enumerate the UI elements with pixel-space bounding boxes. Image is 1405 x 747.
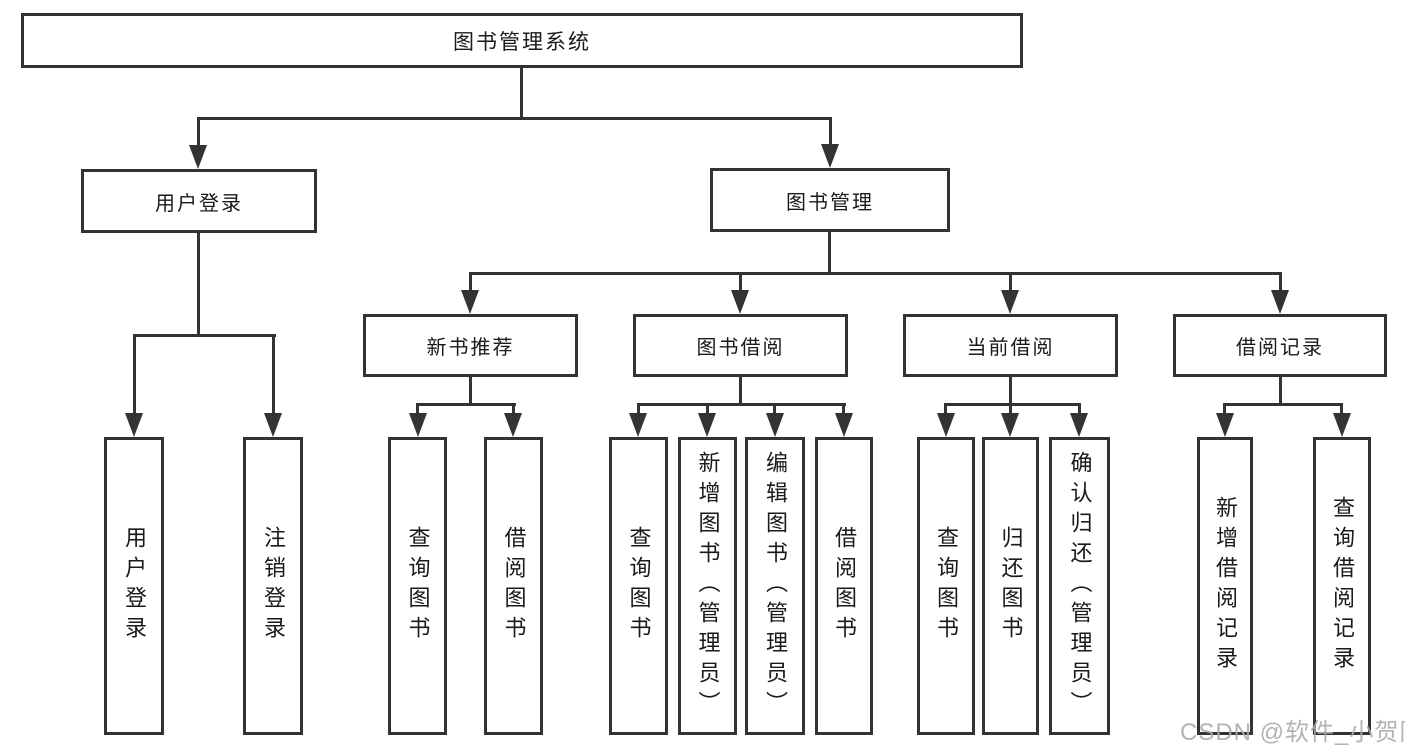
node-leaf-query-books-2: 查询图书 — [609, 437, 668, 735]
connector-line — [272, 334, 275, 416]
arrowhead-down-icon — [731, 290, 749, 314]
node-label: 借阅图书 — [832, 526, 857, 646]
connector-line — [1223, 403, 1226, 415]
connector-line — [469, 272, 472, 292]
connector-line — [512, 403, 515, 415]
arrowhead-down-icon — [1216, 413, 1234, 437]
node-label: 确认归还（管理员） — [1067, 451, 1093, 721]
connector-line — [1279, 272, 1282, 292]
node-library-system: 图书管理系统 — [21, 13, 1023, 68]
node-leaf-user-login: 用户登录 — [104, 437, 164, 735]
arrowhead-down-icon — [766, 413, 784, 437]
connector-line — [469, 272, 1282, 275]
connector-line — [944, 403, 1081, 406]
connector-line — [197, 233, 200, 335]
node-label: 编辑图书（管理员） — [763, 451, 788, 721]
node-label: 图书管理 — [786, 191, 874, 214]
arrowhead-down-icon — [835, 413, 853, 437]
node-book-borrowing: 图书借阅 — [633, 314, 848, 377]
connector-line — [133, 334, 276, 337]
node-label: 新书推荐 — [426, 337, 515, 359]
connector-line — [842, 403, 845, 415]
node-borrowing-records: 借阅记录 — [1173, 314, 1387, 377]
connector-line — [197, 117, 832, 120]
node-label: 借阅图书 — [501, 526, 527, 646]
node-leaf-confirm-return-admin: 确认归还（管理员） — [1049, 437, 1110, 735]
connector-line — [133, 334, 136, 416]
connector-line — [828, 232, 831, 274]
connector-line — [739, 377, 742, 405]
arrowhead-down-icon — [504, 413, 522, 437]
node-leaf-borrow-books-2: 借阅图书 — [815, 437, 873, 735]
arrowhead-down-icon — [937, 413, 955, 437]
connector-line — [773, 403, 776, 415]
arrowhead-down-icon — [461, 290, 479, 314]
node-label: 图书借阅 — [696, 337, 785, 359]
node-label: 查询图书 — [934, 526, 959, 646]
connector-line — [637, 403, 640, 415]
connector-line — [706, 403, 709, 415]
connector-line — [416, 403, 419, 415]
connector-line — [1009, 272, 1012, 292]
arrowhead-down-icon — [125, 413, 143, 437]
node-leaf-add-borrow-record: 新增借阅记录 — [1197, 437, 1253, 735]
node-book-management: 图书管理 — [710, 168, 950, 232]
node-current-borrowing: 当前借阅 — [903, 314, 1118, 377]
node-label: 新增图书（管理员） — [695, 451, 721, 721]
arrowhead-down-icon — [1070, 413, 1088, 437]
arrowhead-down-icon — [1001, 413, 1019, 437]
connector-line — [1078, 403, 1081, 415]
connector-line — [1009, 403, 1012, 415]
connector-line — [1279, 377, 1282, 405]
connector-line — [739, 272, 742, 292]
connector-line — [197, 117, 200, 147]
node-new-book-recommend: 新书推荐 — [363, 314, 578, 377]
node-label: 归还图书 — [998, 526, 1024, 646]
node-leaf-logout: 注销登录 — [243, 437, 303, 735]
arrowhead-down-icon — [821, 144, 839, 168]
arrowhead-down-icon — [1001, 290, 1019, 314]
connector-line — [1223, 403, 1343, 406]
connector-line — [469, 377, 472, 405]
connector-line — [944, 403, 947, 415]
node-label: 查询图书 — [405, 526, 431, 646]
node-label: 新增借阅记录 — [1213, 496, 1238, 676]
node-label: 查询图书 — [626, 526, 652, 646]
arrowhead-down-icon — [189, 145, 207, 169]
node-label: 注销登录 — [261, 526, 286, 646]
node-label: 借阅记录 — [1236, 337, 1324, 359]
connector-line — [1340, 403, 1343, 415]
watermark: CSDN @软件_小贺同学 — [1180, 719, 1405, 746]
connector-line — [829, 117, 832, 147]
connector-line — [637, 403, 846, 406]
node-label: 查询借阅记录 — [1330, 496, 1355, 676]
node-label: 图书管理系统 — [453, 30, 591, 54]
node-label: 用户登录 — [155, 192, 243, 215]
node-leaf-return-books: 归还图书 — [982, 437, 1039, 735]
arrowhead-down-icon — [629, 413, 647, 437]
node-leaf-query-borrow-record: 查询借阅记录 — [1313, 437, 1371, 735]
node-label: 当前借阅 — [966, 337, 1055, 359]
node-leaf-edit-books-admin: 编辑图书（管理员） — [745, 437, 805, 735]
node-leaf-query-books-1: 查询图书 — [388, 437, 447, 735]
node-leaf-add-books-admin: 新增图书（管理员） — [678, 437, 737, 735]
connector-line — [1009, 377, 1012, 405]
arrowhead-down-icon — [1271, 290, 1289, 314]
node-leaf-query-books-3: 查询图书 — [917, 437, 975, 735]
node-label: 用户登录 — [122, 526, 147, 646]
node-user-login: 用户登录 — [81, 169, 317, 233]
arrowhead-down-icon — [264, 413, 282, 437]
connector-line — [520, 68, 523, 118]
connector-line — [416, 403, 516, 406]
arrowhead-down-icon — [409, 413, 427, 437]
arrowhead-down-icon — [698, 413, 716, 437]
node-leaf-borrow-books-1: 借阅图书 — [484, 437, 543, 735]
arrowhead-down-icon — [1333, 413, 1351, 437]
